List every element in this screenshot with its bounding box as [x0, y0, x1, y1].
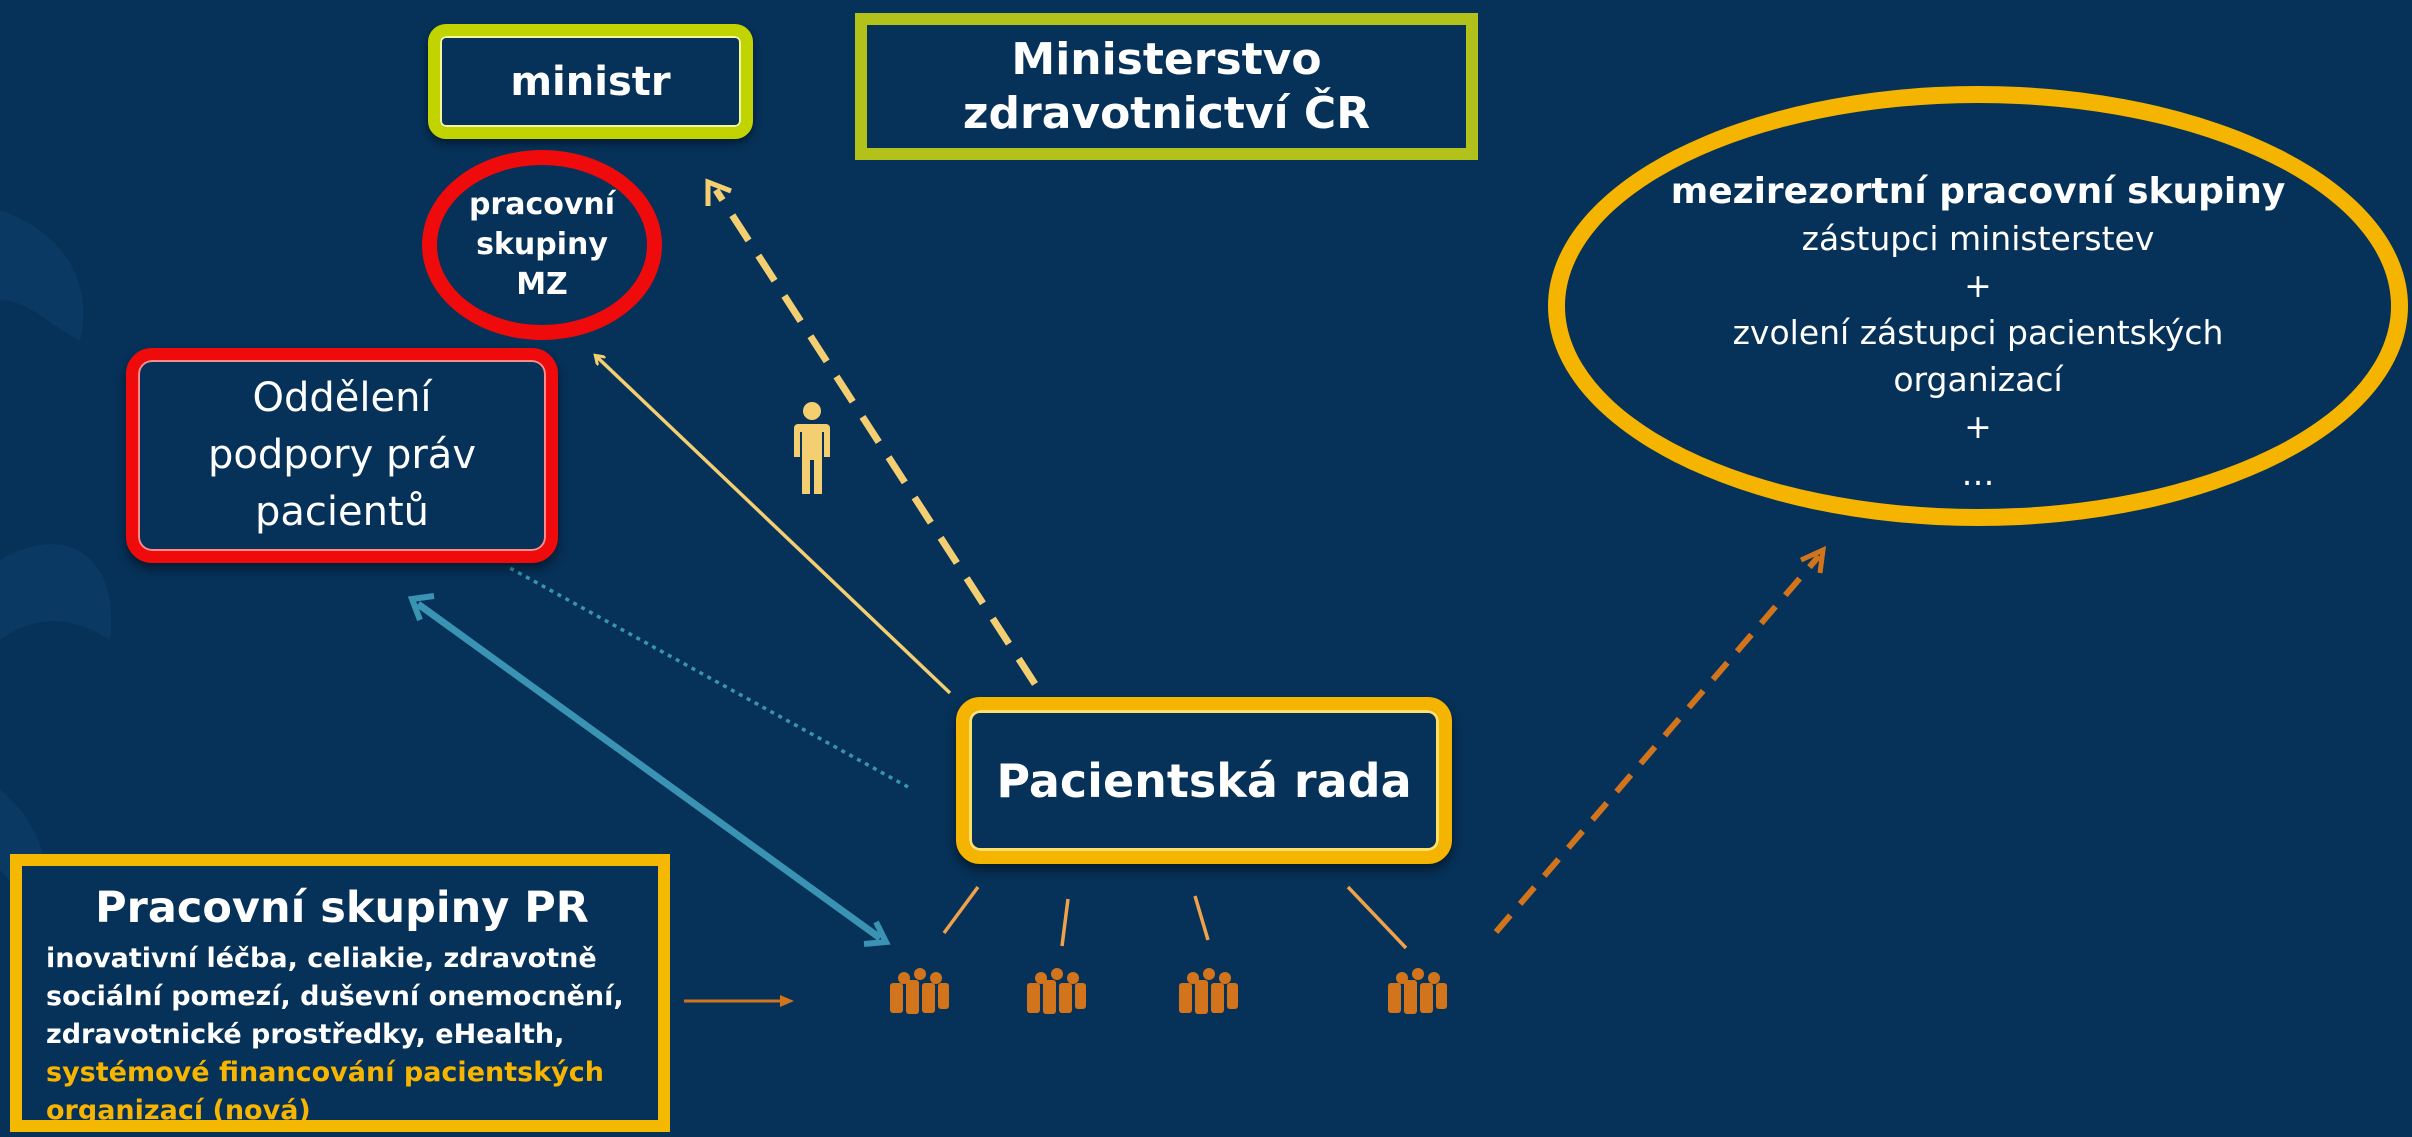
node-ministr-label: ministr [510, 58, 671, 105]
node-ministr: ministr [428, 24, 753, 139]
node-mezirezortni-line1: zástupci ministerstev [1801, 219, 2155, 258]
people-group-icon [890, 968, 949, 1014]
node-pr-new-topic: systémové financování pacientských organ… [46, 1057, 604, 1126]
background-emblem [0, 210, 112, 930]
node-ministerstvo-label: Ministerstvo zdravotnictví ČR [962, 33, 1371, 139]
node-mezirezortni-plus2: + [1964, 407, 1992, 446]
node-mezirezortni-ellipsis: … [1961, 454, 1995, 493]
node-pr-description: inovativní léčba, celiakie, zdravotně so… [46, 940, 638, 1130]
arrow-pr-to-groups [684, 995, 794, 1007]
node-ministerstvo: Ministerstvo zdravotnictví ČR [855, 13, 1478, 160]
node-pracovni-skupiny-mz: pracovní skupiny MZ [422, 150, 662, 340]
node-mezirezortni-title: mezirezortní pracovní skupiny [1670, 171, 2286, 212]
rada-group-connectors [942, 885, 1408, 950]
node-pacientska-rada-label: Pacientská rada [996, 753, 1412, 808]
dotted-line-rada-to-oddeleni [509, 566, 909, 789]
node-pracovni-skupiny-pr: Pracovní skupiny PR inovativní léčba, ce… [10, 854, 670, 1132]
double-arrow-oddeleni-groups [407, 593, 891, 947]
node-pr-title: Pracovní skupiny PR [95, 883, 589, 933]
node-mezirezortni-line2: zvolení zástupci pacientských organizací [1732, 313, 2224, 399]
person-icon [794, 402, 830, 494]
people-group-icon [1388, 968, 1447, 1014]
node-pacientska-rada: Pacientská rada [956, 697, 1452, 864]
node-oddeleni-label: Oddělení podpory práv pacientů [208, 375, 476, 535]
node-mezirezortni: mezirezortní pracovní skupiny zástupci m… [1548, 86, 2408, 526]
arrow-groups-to-mezirezortni [1493, 545, 1827, 934]
node-pracovni-skupiny-mz-label: pracovní skupiny MZ [468, 187, 616, 302]
node-oddeleni: Oddělení podpory práv pacientů [126, 348, 558, 563]
arrow-rada-to-skupiny-mz [596, 356, 952, 695]
node-mezirezortni-plus1: + [1964, 266, 1992, 305]
people-group-icon [1027, 968, 1086, 1014]
people-group-icon [1179, 968, 1238, 1014]
node-pr-topics: inovativní léčba, celiakie, zdravotně so… [46, 943, 624, 1050]
arrow-rada-to-ministr [705, 178, 1038, 686]
